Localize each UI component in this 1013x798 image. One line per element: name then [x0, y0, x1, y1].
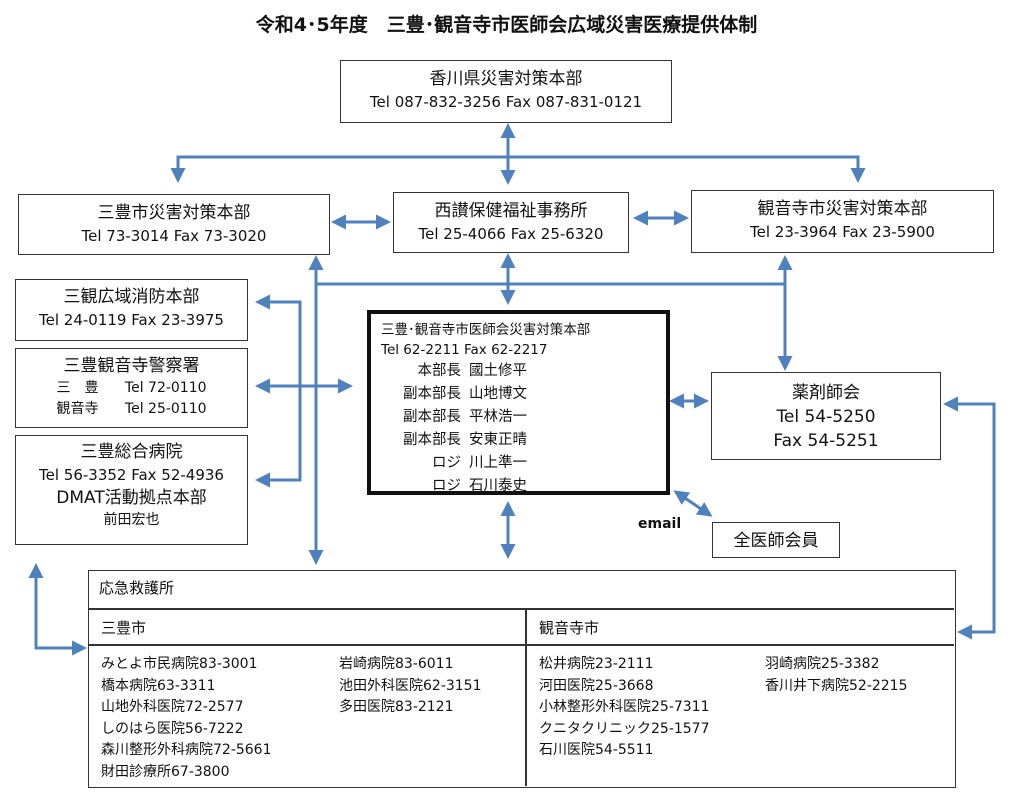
mitoyo-city-hq-box: 三豊市災害対策本部 Tel 73-3014 Fax 73-3020 — [18, 194, 330, 255]
kagawa-hq-tel: Tel 087-832-3256 Fax 087-831-0121 — [369, 93, 643, 111]
station-item: 多田医院83-2121 — [339, 699, 454, 715]
general-hospital-box: 三豊総合病院 Tel 56-3352 Fax 52-4936 DMAT活動拠点本… — [15, 435, 248, 545]
dmat-person: 前田宏也 — [103, 512, 160, 528]
station-item: 香川井下病院52-2215 — [765, 677, 908, 694]
hq-member-role: ロジ — [432, 478, 461, 494]
station-item: しのはら医院56-7222 — [101, 720, 244, 737]
kanonji-city-hq-box: 観音寺市災害対策本部 Tel 23-3964 Fax 23-5900 — [691, 190, 994, 253]
police-kanonji-tel: Tel 25-0110 — [124, 401, 207, 417]
police-name: 三豊観音寺警察署 — [63, 356, 200, 376]
kanonji-station-list-1: 松井病院23-2111 河田医院25-3668 小林整形外科医院25-7311 クニタ… — [539, 654, 710, 762]
hq-member-role: 副本部長 — [403, 432, 461, 448]
seisan-office-box: 西讃保健福祉事務所 Tel 25-4066 Fax 25-6320 — [393, 192, 629, 253]
hq-tel: Tel 62-2211 Fax 62-2217 — [381, 342, 548, 358]
mitoyo-station-list-2: 岩崎病院83-6011 池田外科医院62-3151 多田医院83-2121 — [339, 654, 482, 719]
pharmacy-name: 薬剤師会 — [792, 383, 860, 403]
seisan-office-name: 西讃保健福祉事務所 — [434, 201, 588, 221]
hq-member-name: 山地博文 — [469, 386, 527, 402]
kanonji-column-header: 観音寺市 — [539, 619, 600, 637]
station-item: 森川整形外科病院72-5661 — [101, 742, 272, 758]
hq-member-row: 副本部長山地博文 — [381, 383, 666, 406]
table-divider-header — [89, 644, 954, 646]
all-members-box: 全医師会員 — [712, 522, 840, 558]
arrow-hq-members — [673, 490, 713, 517]
all-members-label: 全医師会員 — [733, 531, 819, 551]
kanonji-station-list-2: 羽崎病院25-3382 香川井下病院52-2215 — [765, 654, 908, 697]
fire-dept-box: 三観広域消防本部 Tel 24-0119 Fax 23-3975 — [15, 279, 248, 341]
station-item: 財田診療所67-3800 — [101, 763, 230, 780]
arrow-fire-bracket — [255, 294, 302, 488]
emergency-stations-table: 応急救護所 三豊市 観音寺市 みとよ市民病院83-3001 橋本病院63-3311… — [88, 570, 956, 788]
hq-member-name: 國土修平 — [469, 363, 527, 379]
hq-member-name: 安東正晴 — [469, 432, 527, 448]
police-row-mitoyo: 三 豊 Tel 72-0110 — [16, 378, 247, 399]
general-hospital-name: 三豊総合病院 — [80, 442, 183, 462]
hq-member-role: 副本部長 — [403, 409, 461, 425]
seisan-office-tel: Tel 25-4066 Fax 25-6320 — [418, 225, 604, 243]
station-item: 山地外科医院72-2577 — [101, 699, 244, 715]
station-item: 松井病院23-2111 — [539, 656, 654, 672]
hq-member-name: 川上準一 — [469, 455, 527, 471]
hq-member-role: 本部長 — [417, 363, 462, 379]
station-item: 小林整形外科医院25-7311 — [539, 699, 710, 715]
hq-member-row: 本部長國土修平 — [381, 360, 666, 383]
kagawa-hq-box: 香川県災害対策本部 Tel 087-832-3256 Fax 087-831-0… — [340, 60, 672, 123]
hq-member-role: 副本部長 — [403, 386, 461, 402]
table-divider-vertical — [525, 608, 527, 786]
page-title: 令和4･5年度 三豊･観音寺市医師会広域災害医療提供体制 — [255, 14, 758, 36]
hq-member-row: 副本部長安東正晴 — [381, 429, 666, 452]
station-item: 池田外科医院62-3151 — [339, 677, 482, 694]
police-row-kanonji: 観音寺 Tel 25-0110 — [16, 399, 247, 420]
kagawa-hq-name: 香川県災害対策本部 — [429, 69, 583, 89]
general-hospital-tel: Tel 56-3352 Fax 52-4936 — [39, 466, 224, 484]
mitoyo-column-header: 三豊市 — [101, 619, 147, 637]
pharmacy-fax: Fax 54-5251 — [773, 431, 879, 451]
dmat-label: DMAT活動拠点本部 — [56, 488, 207, 508]
arrow-distribution — [170, 155, 866, 183]
hq-name: 三豊･観音寺市医師会災害対策本部 — [381, 322, 591, 338]
emergency-title: 応急救護所 — [99, 579, 175, 597]
pharmacy-tel: Tel 54-5250 — [776, 407, 876, 427]
station-item: クニタクリニック25-1577 — [539, 720, 710, 737]
hq-member-row: ロジ石川泰史 — [381, 475, 666, 498]
pharmacy-box: 薬剤師会 Tel 54-5250 Fax 54-5251 — [711, 372, 941, 460]
mitoyo-city-hq-tel: Tel 73-3014 Fax 73-3020 — [81, 227, 267, 245]
hq-member-role: ロジ — [432, 455, 461, 471]
station-item: 橋本病院63-3311 — [101, 677, 216, 694]
hq-member-name: 平林浩一 — [469, 409, 527, 425]
station-item: 岩崎病院83-6011 — [339, 656, 454, 672]
station-item: 羽崎病院25-3382 — [765, 656, 880, 672]
station-item: 石川医院54-5511 — [539, 742, 654, 758]
mitoyo-city-hq-name: 三豊市災害対策本部 — [97, 203, 251, 223]
police-mitoyo-tel: Tel 72-0110 — [124, 380, 207, 396]
fire-dept-tel: Tel 24-0119 Fax 23-3975 — [39, 311, 224, 329]
kanonji-city-hq-name: 観音寺市災害対策本部 — [757, 199, 928, 219]
station-item: みとよ市民病院83-3001 — [101, 656, 258, 672]
station-item: 河田医院25-3668 — [539, 677, 654, 694]
email-label: email — [638, 516, 682, 532]
police-box: 三豊観音寺警察署 三 豊 Tel 72-0110 観音寺 Tel 25-0110 — [15, 348, 248, 428]
medical-association-hq-box: 三豊･観音寺市医師会災害対策本部 Tel 62-2211 Fax 62-2217… — [367, 310, 670, 495]
hq-member-row: ロジ川上準一 — [381, 452, 666, 475]
fire-dept-name: 三観広域消防本部 — [63, 287, 200, 307]
hq-member-name: 石川泰史 — [469, 478, 527, 494]
hq-member-list: 本部長國土修平副本部長山地博文副本部長平林浩一副本部長安東正晴ロジ川上準一ロジ石… — [381, 360, 666, 498]
hq-member-row: 副本部長平林浩一 — [381, 406, 666, 429]
kanonji-city-hq-tel: Tel 23-3964 Fax 23-5900 — [750, 223, 935, 241]
arrow-hospital-mitoyo — [28, 563, 87, 656]
police-mitoyo-label: 三 豊 — [56, 380, 99, 396]
mitoyo-station-list-1: みとよ市民病院83-3001 橋本病院63-3311 山地外科医院72-2577 しの… — [101, 654, 272, 783]
table-divider-top — [89, 608, 954, 610]
police-kanonji-label: 観音寺 — [56, 401, 99, 417]
